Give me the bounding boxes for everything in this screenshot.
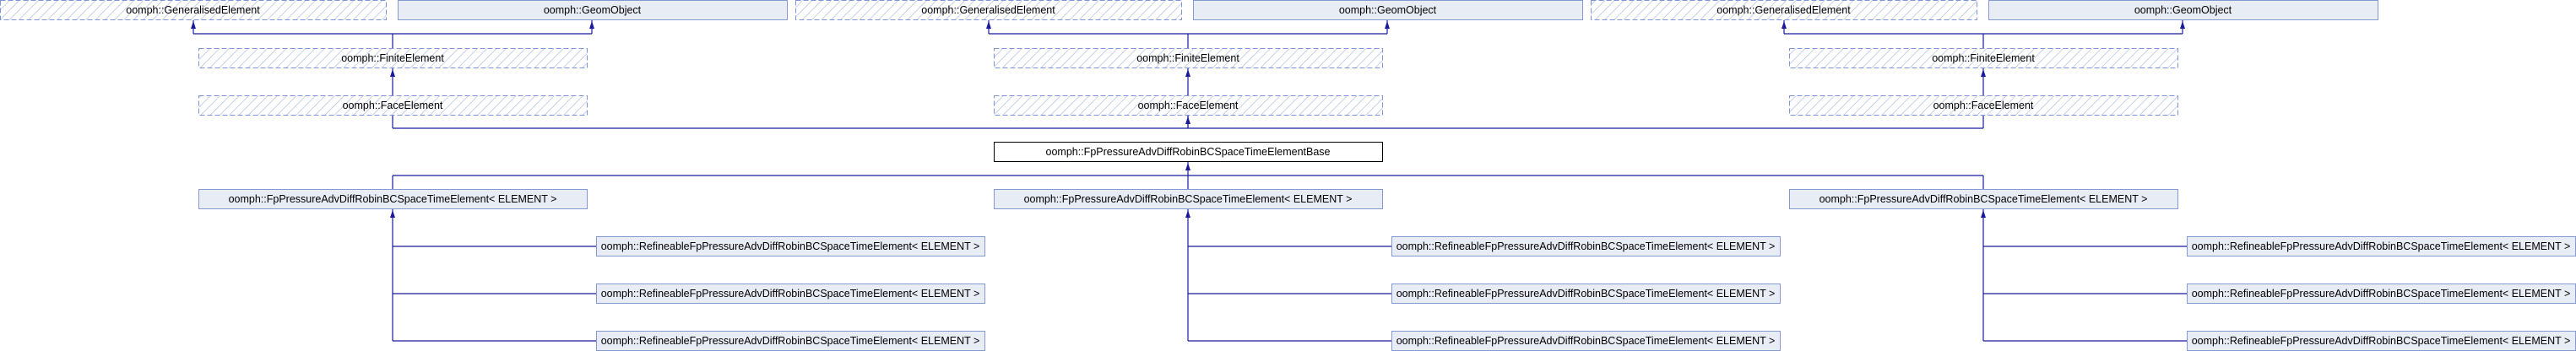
arrowhead-icon [1185, 163, 1190, 170]
class-refineable-fp-pressure-space-time-element-label: oomph::RefineableFpPressureAdvDiffRobinB… [1396, 240, 1776, 252]
class-generalised-element[interactable]: oomph::GeneralisedElement [795, 0, 1182, 20]
class-finite-element-label: oomph::FiniteElement [341, 52, 444, 64]
class-generalised-element-box [1591, 0, 1977, 20]
class-generalised-element[interactable]: oomph::GeneralisedElement [0, 0, 387, 20]
arrowhead-icon [2180, 21, 2185, 29]
class-geom-object-label: oomph::GeomObject [544, 4, 642, 16]
class-fp-pressure-space-time-element-base[interactable]: oomph::FpPressureAdvDiffRobinBCSpaceTime… [994, 142, 1383, 162]
class-refineable-fp-pressure-space-time-element[interactable]: oomph::RefineableFpPressureAdvDiffRobinB… [1391, 331, 1781, 351]
class-geom-object-label: oomph::GeomObject [2134, 4, 2232, 16]
class-geom-object[interactable]: oomph::GeomObject [398, 0, 788, 20]
class-refineable-fp-pressure-space-time-element[interactable]: oomph::RefineableFpPressureAdvDiffRobinB… [2187, 284, 2576, 304]
class-finite-element[interactable]: oomph::FiniteElement [994, 48, 1383, 68]
class-refineable-fp-pressure-space-time-element-box [1391, 236, 1781, 256]
class-refineable-fp-pressure-space-time-element[interactable]: oomph::RefineableFpPressureAdvDiffRobinB… [596, 284, 985, 304]
class-geom-object-box [1988, 0, 2378, 20]
class-refineable-fp-pressure-space-time-element[interactable]: oomph::RefineableFpPressureAdvDiffRobinB… [596, 236, 985, 256]
arrowhead-icon [1782, 21, 1787, 29]
class-geom-object[interactable]: oomph::GeomObject [1988, 0, 2378, 20]
class-generalised-element[interactable]: oomph::GeneralisedElement [1591, 0, 1977, 20]
arrowhead-icon [1185, 116, 1190, 124]
class-generalised-element-box [795, 0, 1182, 20]
class-refineable-fp-pressure-space-time-element-box [1391, 284, 1781, 304]
arrowhead-icon [986, 21, 991, 29]
class-finite-element[interactable]: oomph::FiniteElement [1789, 48, 2178, 68]
class-finite-element[interactable]: oomph::FiniteElement [198, 48, 588, 68]
class-generalised-element-label: oomph::GeneralisedElement [921, 4, 1055, 16]
class-refineable-fp-pressure-space-time-element-box [596, 284, 985, 304]
class-fp-pressure-space-time-element[interactable]: oomph::FpPressureAdvDiffRobinBCSpaceTime… [994, 189, 1383, 209]
class-face-element-label: oomph::FaceElement [1933, 100, 2034, 111]
class-fp-pressure-space-time-element-label: oomph::FpPressureAdvDiffRobinBCSpaceTime… [1819, 193, 2148, 205]
class-refineable-fp-pressure-space-time-element[interactable]: oomph::RefineableFpPressureAdvDiffRobinB… [2187, 236, 2576, 256]
class-fp-pressure-space-time-element-box [1789, 189, 2178, 209]
class-geom-object-box [1193, 0, 1583, 20]
class-refineable-fp-pressure-space-time-element-label: oomph::RefineableFpPressureAdvDiffRobinB… [2192, 288, 2571, 300]
class-finite-element-box [198, 48, 588, 68]
class-face-element[interactable]: oomph::FaceElement [994, 95, 1383, 116]
class-refineable-fp-pressure-space-time-element-label: oomph::RefineableFpPressureAdvDiffRobinB… [2192, 335, 2571, 347]
class-face-element-box [1789, 95, 2178, 116]
arrowhead-icon [1981, 210, 1986, 218]
class-fp-pressure-space-time-element-label: oomph::FpPressureAdvDiffRobinBCSpaceTime… [1024, 193, 1353, 205]
class-geom-object-label: oomph::GeomObject [1339, 4, 1437, 16]
class-face-element-box [994, 95, 1383, 116]
class-face-element-box [198, 95, 588, 116]
class-finite-element-box [994, 48, 1383, 68]
class-refineable-fp-pressure-space-time-element-label: oomph::RefineableFpPressureAdvDiffRobinB… [1396, 335, 1776, 347]
class-fp-pressure-space-time-element-base-box [994, 142, 1383, 162]
arrowhead-icon [1185, 69, 1190, 77]
class-face-element-label: oomph::FaceElement [343, 100, 443, 111]
arrowhead-icon [589, 21, 594, 29]
arrowhead-icon [1981, 69, 1986, 77]
class-refineable-fp-pressure-space-time-element-box [596, 236, 985, 256]
arrowhead-icon [390, 210, 395, 218]
class-refineable-fp-pressure-space-time-element[interactable]: oomph::RefineableFpPressureAdvDiffRobinB… [1391, 284, 1781, 304]
class-finite-element-label: oomph::FiniteElement [1932, 52, 2035, 64]
class-fp-pressure-space-time-element[interactable]: oomph::FpPressureAdvDiffRobinBCSpaceTime… [1789, 189, 2178, 209]
arrowhead-icon [390, 69, 395, 77]
class-refineable-fp-pressure-space-time-element[interactable]: oomph::RefineableFpPressureAdvDiffRobinB… [1391, 236, 1781, 256]
class-refineable-fp-pressure-space-time-element-label: oomph::RefineableFpPressureAdvDiffRobinB… [601, 335, 980, 347]
class-face-element[interactable]: oomph::FaceElement [1789, 95, 2178, 116]
class-fp-pressure-space-time-element-box [198, 189, 588, 209]
class-refineable-fp-pressure-space-time-element[interactable]: oomph::RefineableFpPressureAdvDiffRobinB… [2187, 331, 2576, 351]
class-fp-pressure-space-time-element-base-label: oomph::FpPressureAdvDiffRobinBCSpaceTime… [1046, 146, 1331, 158]
class-refineable-fp-pressure-space-time-element-label: oomph::RefineableFpPressureAdvDiffRobinB… [601, 288, 980, 300]
class-geom-object-box [398, 0, 788, 20]
class-refineable-fp-pressure-space-time-element-label: oomph::RefineableFpPressureAdvDiffRobinB… [1396, 288, 1776, 300]
arrowhead-icon [191, 21, 196, 29]
class-fp-pressure-space-time-element-label: oomph::FpPressureAdvDiffRobinBCSpaceTime… [229, 193, 557, 205]
class-refineable-fp-pressure-space-time-element-label: oomph::RefineableFpPressureAdvDiffRobinB… [601, 240, 980, 252]
arrowhead-icon [1385, 21, 1390, 29]
arrowhead-icon [1185, 210, 1190, 218]
class-finite-element-box [1789, 48, 2178, 68]
class-fp-pressure-space-time-element[interactable]: oomph::FpPressureAdvDiffRobinBCSpaceTime… [198, 189, 588, 209]
class-finite-element-label: oomph::FiniteElement [1136, 52, 1239, 64]
class-generalised-element-label: oomph::GeneralisedElement [1716, 4, 1851, 16]
class-geom-object[interactable]: oomph::GeomObject [1193, 0, 1583, 20]
class-face-element[interactable]: oomph::FaceElement [198, 95, 588, 116]
class-generalised-element-box [0, 0, 387, 20]
class-fp-pressure-space-time-element-box [994, 189, 1383, 209]
class-refineable-fp-pressure-space-time-element-label: oomph::RefineableFpPressureAdvDiffRobinB… [2192, 240, 2571, 252]
class-refineable-fp-pressure-space-time-element[interactable]: oomph::RefineableFpPressureAdvDiffRobinB… [596, 331, 985, 351]
class-face-element-label: oomph::FaceElement [1138, 100, 1239, 111]
class-generalised-element-label: oomph::GeneralisedElement [126, 4, 260, 16]
edges [191, 20, 2187, 342]
